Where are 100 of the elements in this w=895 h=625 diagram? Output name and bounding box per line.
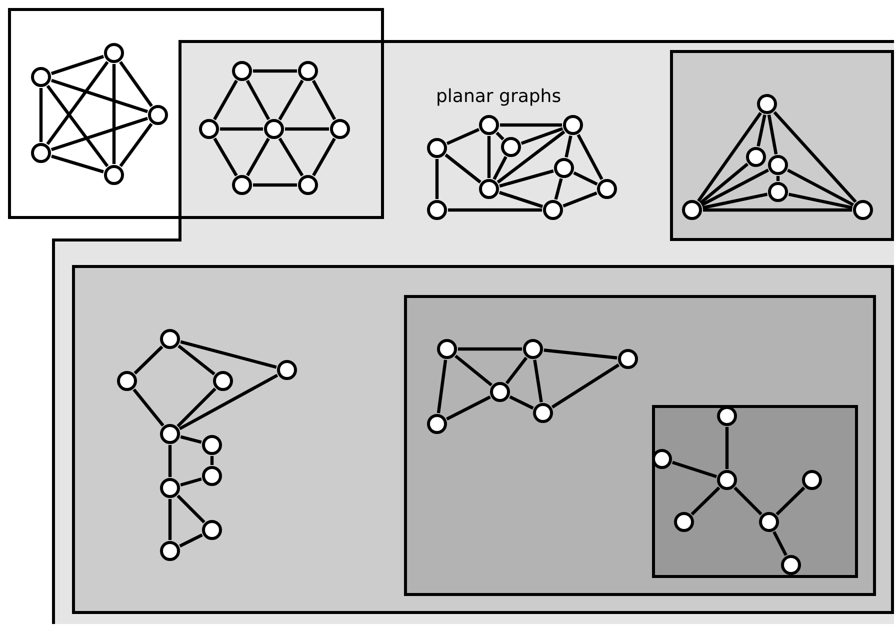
graph-vertex <box>202 435 222 455</box>
graph-edge <box>50 116 148 152</box>
graph-edge <box>176 388 216 428</box>
graph-vertex <box>427 414 447 434</box>
graph-edge <box>458 347 522 351</box>
graph-vertex <box>533 403 553 423</box>
graph-vertex <box>160 424 180 444</box>
graph-edge <box>699 162 749 204</box>
graph-edge <box>436 360 448 414</box>
graph-edge <box>672 460 718 478</box>
graph-edge <box>702 192 768 210</box>
graph-edge <box>168 445 172 477</box>
graph-edge <box>772 531 788 556</box>
graph-vertex <box>104 165 124 185</box>
graph-edge <box>690 486 720 516</box>
graph-edge <box>500 123 562 127</box>
graph-vertex <box>523 339 543 359</box>
graph-edge <box>496 130 566 184</box>
graph-edge <box>213 138 238 176</box>
graph-edge <box>776 176 780 181</box>
graph-vertex <box>768 182 788 202</box>
region-label: planar graphs <box>436 86 562 107</box>
graph-vertex <box>759 512 779 532</box>
graph-edge <box>487 136 491 178</box>
graph-edge <box>734 486 762 516</box>
graph-edge <box>703 208 852 212</box>
graph-edge <box>444 154 482 184</box>
graph-edge <box>178 344 216 376</box>
graph-edge <box>492 156 508 180</box>
graph-vertex <box>160 329 180 349</box>
graph-edge <box>576 134 604 180</box>
graph-vertex <box>618 349 638 369</box>
region-box <box>72 265 894 614</box>
region-box <box>8 8 384 219</box>
graph-vertex <box>652 449 672 469</box>
graph-vertex <box>148 105 168 125</box>
graph-vertex <box>160 478 180 498</box>
region-box <box>670 50 894 241</box>
graph-edge <box>496 132 504 140</box>
graph-edge <box>767 114 778 154</box>
graph-edge <box>533 360 543 402</box>
graph-vertex <box>213 371 233 391</box>
graph-edge <box>756 114 766 147</box>
graph-vertex <box>31 143 51 163</box>
graph-edge <box>179 533 203 548</box>
graph-edge <box>725 427 729 469</box>
graph-edge <box>278 80 304 120</box>
graph-edge <box>180 477 202 487</box>
graph-edge <box>168 499 172 540</box>
graph-edge <box>312 80 336 120</box>
graph-edge <box>180 340 277 369</box>
graph-vertex <box>746 147 766 167</box>
graph-vertex <box>768 155 788 175</box>
graph-edge <box>213 80 238 120</box>
graph-edge <box>132 388 164 426</box>
graph-edge <box>210 456 214 465</box>
graph-edge <box>50 78 148 114</box>
graph-edge <box>701 168 769 206</box>
graph-edge <box>246 80 270 120</box>
graph-edge <box>50 54 104 76</box>
graph-edge <box>39 88 43 142</box>
graph-edge <box>573 171 598 186</box>
graph-vertex <box>31 67 51 87</box>
graph-edge <box>178 374 278 430</box>
graph-edge <box>246 138 270 176</box>
graph-vertex <box>437 339 457 359</box>
graph-edge <box>446 396 491 420</box>
graph-vertex <box>202 520 222 540</box>
graph-edge <box>46 84 109 168</box>
graph-edge <box>773 111 857 203</box>
graph-edge <box>454 354 492 386</box>
graph-vertex <box>757 94 777 114</box>
graph-vertex <box>717 470 737 490</box>
graph-edge <box>776 486 806 516</box>
graph-vertex <box>202 466 222 486</box>
graph-edge <box>312 138 336 176</box>
graph-edge <box>51 154 104 174</box>
graph-vertex <box>674 512 694 532</box>
graph-edge <box>544 348 618 360</box>
graph-edge <box>278 138 304 176</box>
graph-edge <box>562 192 598 208</box>
graph-edge <box>220 127 263 131</box>
graph-edge <box>446 128 480 146</box>
graph-edge <box>786 168 854 206</box>
graph-vertex <box>802 470 822 490</box>
graph-edge <box>46 60 109 146</box>
graph-vertex <box>490 382 510 402</box>
graph-edge <box>119 122 153 168</box>
region-box <box>652 405 858 578</box>
graph-vertex <box>717 406 737 426</box>
graph-edge <box>448 208 542 212</box>
region-outline <box>52 40 894 624</box>
graph-edge <box>112 64 116 164</box>
graph-edge <box>505 356 528 384</box>
graph-edge <box>554 178 563 200</box>
graph-edge <box>564 135 572 158</box>
graph-edge <box>253 69 297 73</box>
graph-vertex <box>682 200 702 220</box>
graph-vertex <box>277 360 297 380</box>
graph-vertex <box>104 43 124 63</box>
